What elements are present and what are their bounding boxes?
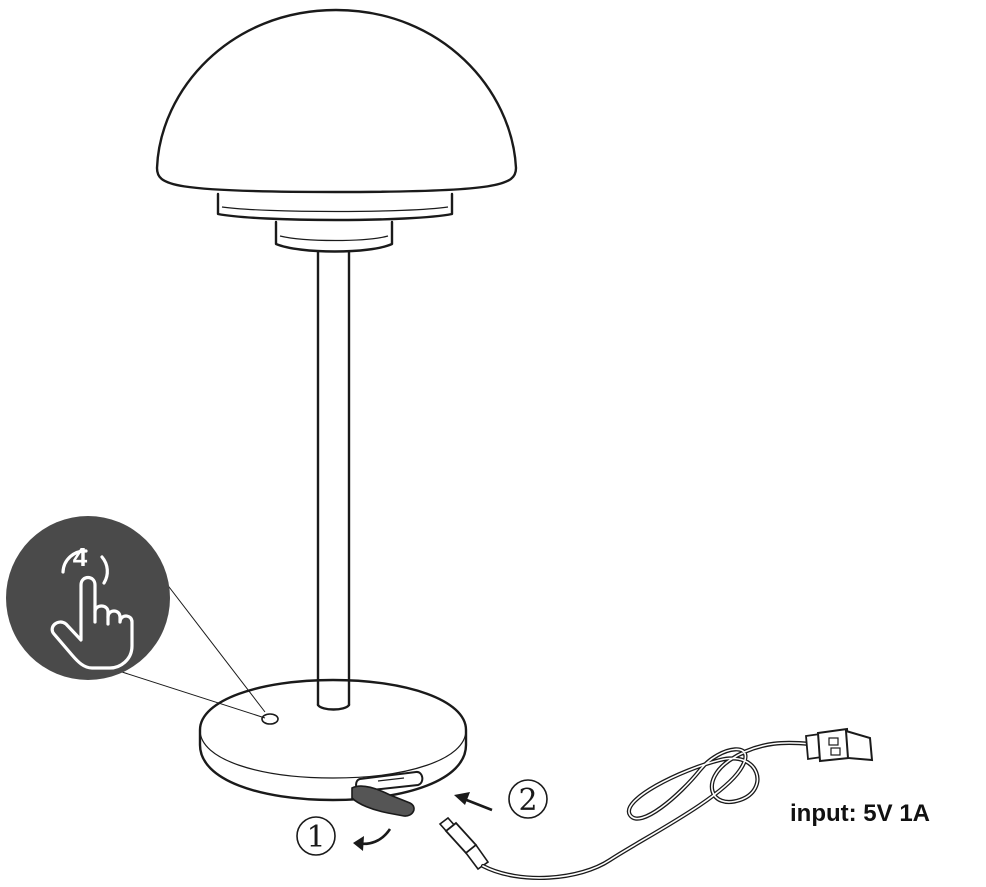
leader-line-bottom: [121, 671, 266, 719]
step-2: 2: [454, 779, 548, 819]
step-1: 1: [296, 816, 392, 856]
touch-callout: 4: [6, 516, 266, 719]
straight-arrow-icon: [463, 797, 493, 812]
table-lamp: [155, 8, 518, 817]
tap-count-label: 4: [73, 542, 88, 572]
usb-a-plug: [805, 727, 874, 763]
lamp-shade: [155, 8, 518, 194]
step-1-marker: [296, 816, 336, 856]
usb-cable: [438, 727, 874, 881]
shade-ring-lower: [274, 220, 394, 253]
callout-circle: [6, 516, 170, 680]
lamp-stem: [316, 250, 351, 707]
touch-button: [261, 713, 279, 725]
rubber-flap: [351, 785, 415, 817]
tap-gesture-icon: [50, 549, 134, 670]
leader-line-top: [165, 582, 266, 713]
input-spec-label: input: 5V 1A: [790, 800, 931, 827]
step-2-marker: [508, 779, 548, 819]
usb-port: [355, 771, 424, 792]
shade-ring-upper: [216, 192, 454, 222]
lamp-base: [198, 678, 468, 802]
micro-usb-plug: [438, 816, 490, 871]
step-1-number: 1: [306, 820, 325, 855]
step-2-number: 2: [518, 783, 537, 818]
